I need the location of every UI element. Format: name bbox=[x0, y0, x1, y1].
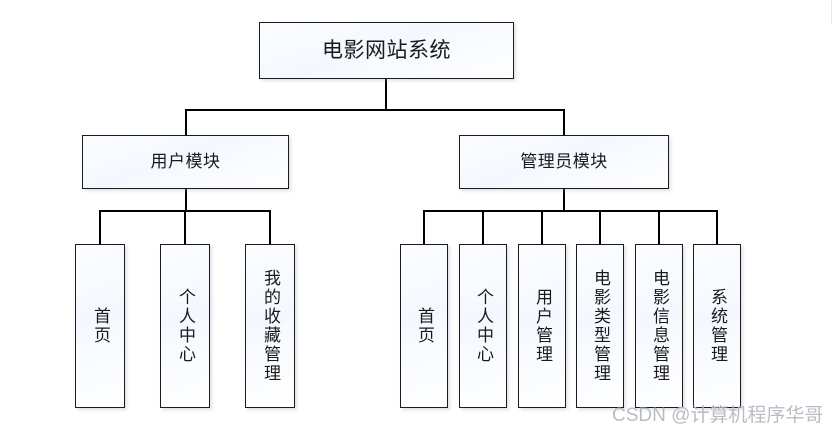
connector-to-admin-genres bbox=[599, 210, 601, 245]
connector-to-admin-profile bbox=[482, 210, 484, 245]
node-user-home-label: 首页 bbox=[91, 307, 111, 345]
node-root[interactable]: 电影网站系统 bbox=[259, 22, 514, 79]
node-admin-system[interactable]: 系统管理 bbox=[693, 244, 741, 408]
page-edge-artifact bbox=[831, 0, 836, 24]
node-user-home[interactable]: 首页 bbox=[75, 244, 125, 408]
node-user-favorites[interactable]: 我的收藏管理 bbox=[245, 244, 295, 408]
node-admin-home-label: 首页 bbox=[415, 307, 435, 345]
connector-to-admin-system bbox=[716, 210, 718, 245]
node-admin-module[interactable]: 管理员模块 bbox=[459, 135, 669, 189]
node-admin-profile[interactable]: 个人中心 bbox=[459, 244, 507, 408]
node-admin-movies[interactable]: 电影信息管理 bbox=[635, 244, 683, 408]
connector-to-user-favorites bbox=[269, 210, 271, 245]
connector-to-user-profile bbox=[184, 210, 186, 245]
connector-user-module-stem bbox=[185, 189, 187, 211]
connector-admin-module-stem bbox=[563, 189, 565, 211]
node-admin-movies-label: 电影信息管理 bbox=[650, 269, 670, 383]
node-user-module-label: 用户模块 bbox=[150, 151, 221, 171]
connector-to-user-home bbox=[99, 210, 101, 245]
connector-to-admin-users bbox=[541, 210, 543, 245]
node-user-module[interactable]: 用户模块 bbox=[82, 135, 289, 189]
node-root-label: 电影网站系统 bbox=[322, 38, 451, 63]
node-admin-genres[interactable]: 电影类型管理 bbox=[576, 244, 624, 408]
node-user-favorites-label: 我的收藏管理 bbox=[261, 269, 281, 383]
node-admin-users-label: 用户管理 bbox=[533, 288, 553, 364]
node-user-profile[interactable]: 个人中心 bbox=[160, 244, 210, 408]
node-admin-module-label: 管理员模块 bbox=[520, 151, 608, 171]
connector-to-admin-module bbox=[563, 109, 565, 136]
connector-to-admin-movies bbox=[658, 210, 660, 245]
connector-to-admin-home bbox=[423, 210, 425, 245]
node-admin-home[interactable]: 首页 bbox=[400, 244, 448, 408]
node-admin-users[interactable]: 用户管理 bbox=[518, 244, 566, 408]
node-admin-genres-label: 电影类型管理 bbox=[591, 269, 611, 383]
node-admin-system-label: 系统管理 bbox=[708, 288, 728, 364]
connector-level1-bus bbox=[185, 109, 564, 111]
node-user-profile-label: 个人中心 bbox=[176, 288, 196, 364]
connector-root-stem bbox=[385, 79, 387, 110]
connector-to-user-module bbox=[185, 109, 187, 136]
node-admin-profile-label: 个人中心 bbox=[474, 288, 494, 364]
connector-admin-bus bbox=[423, 210, 717, 212]
